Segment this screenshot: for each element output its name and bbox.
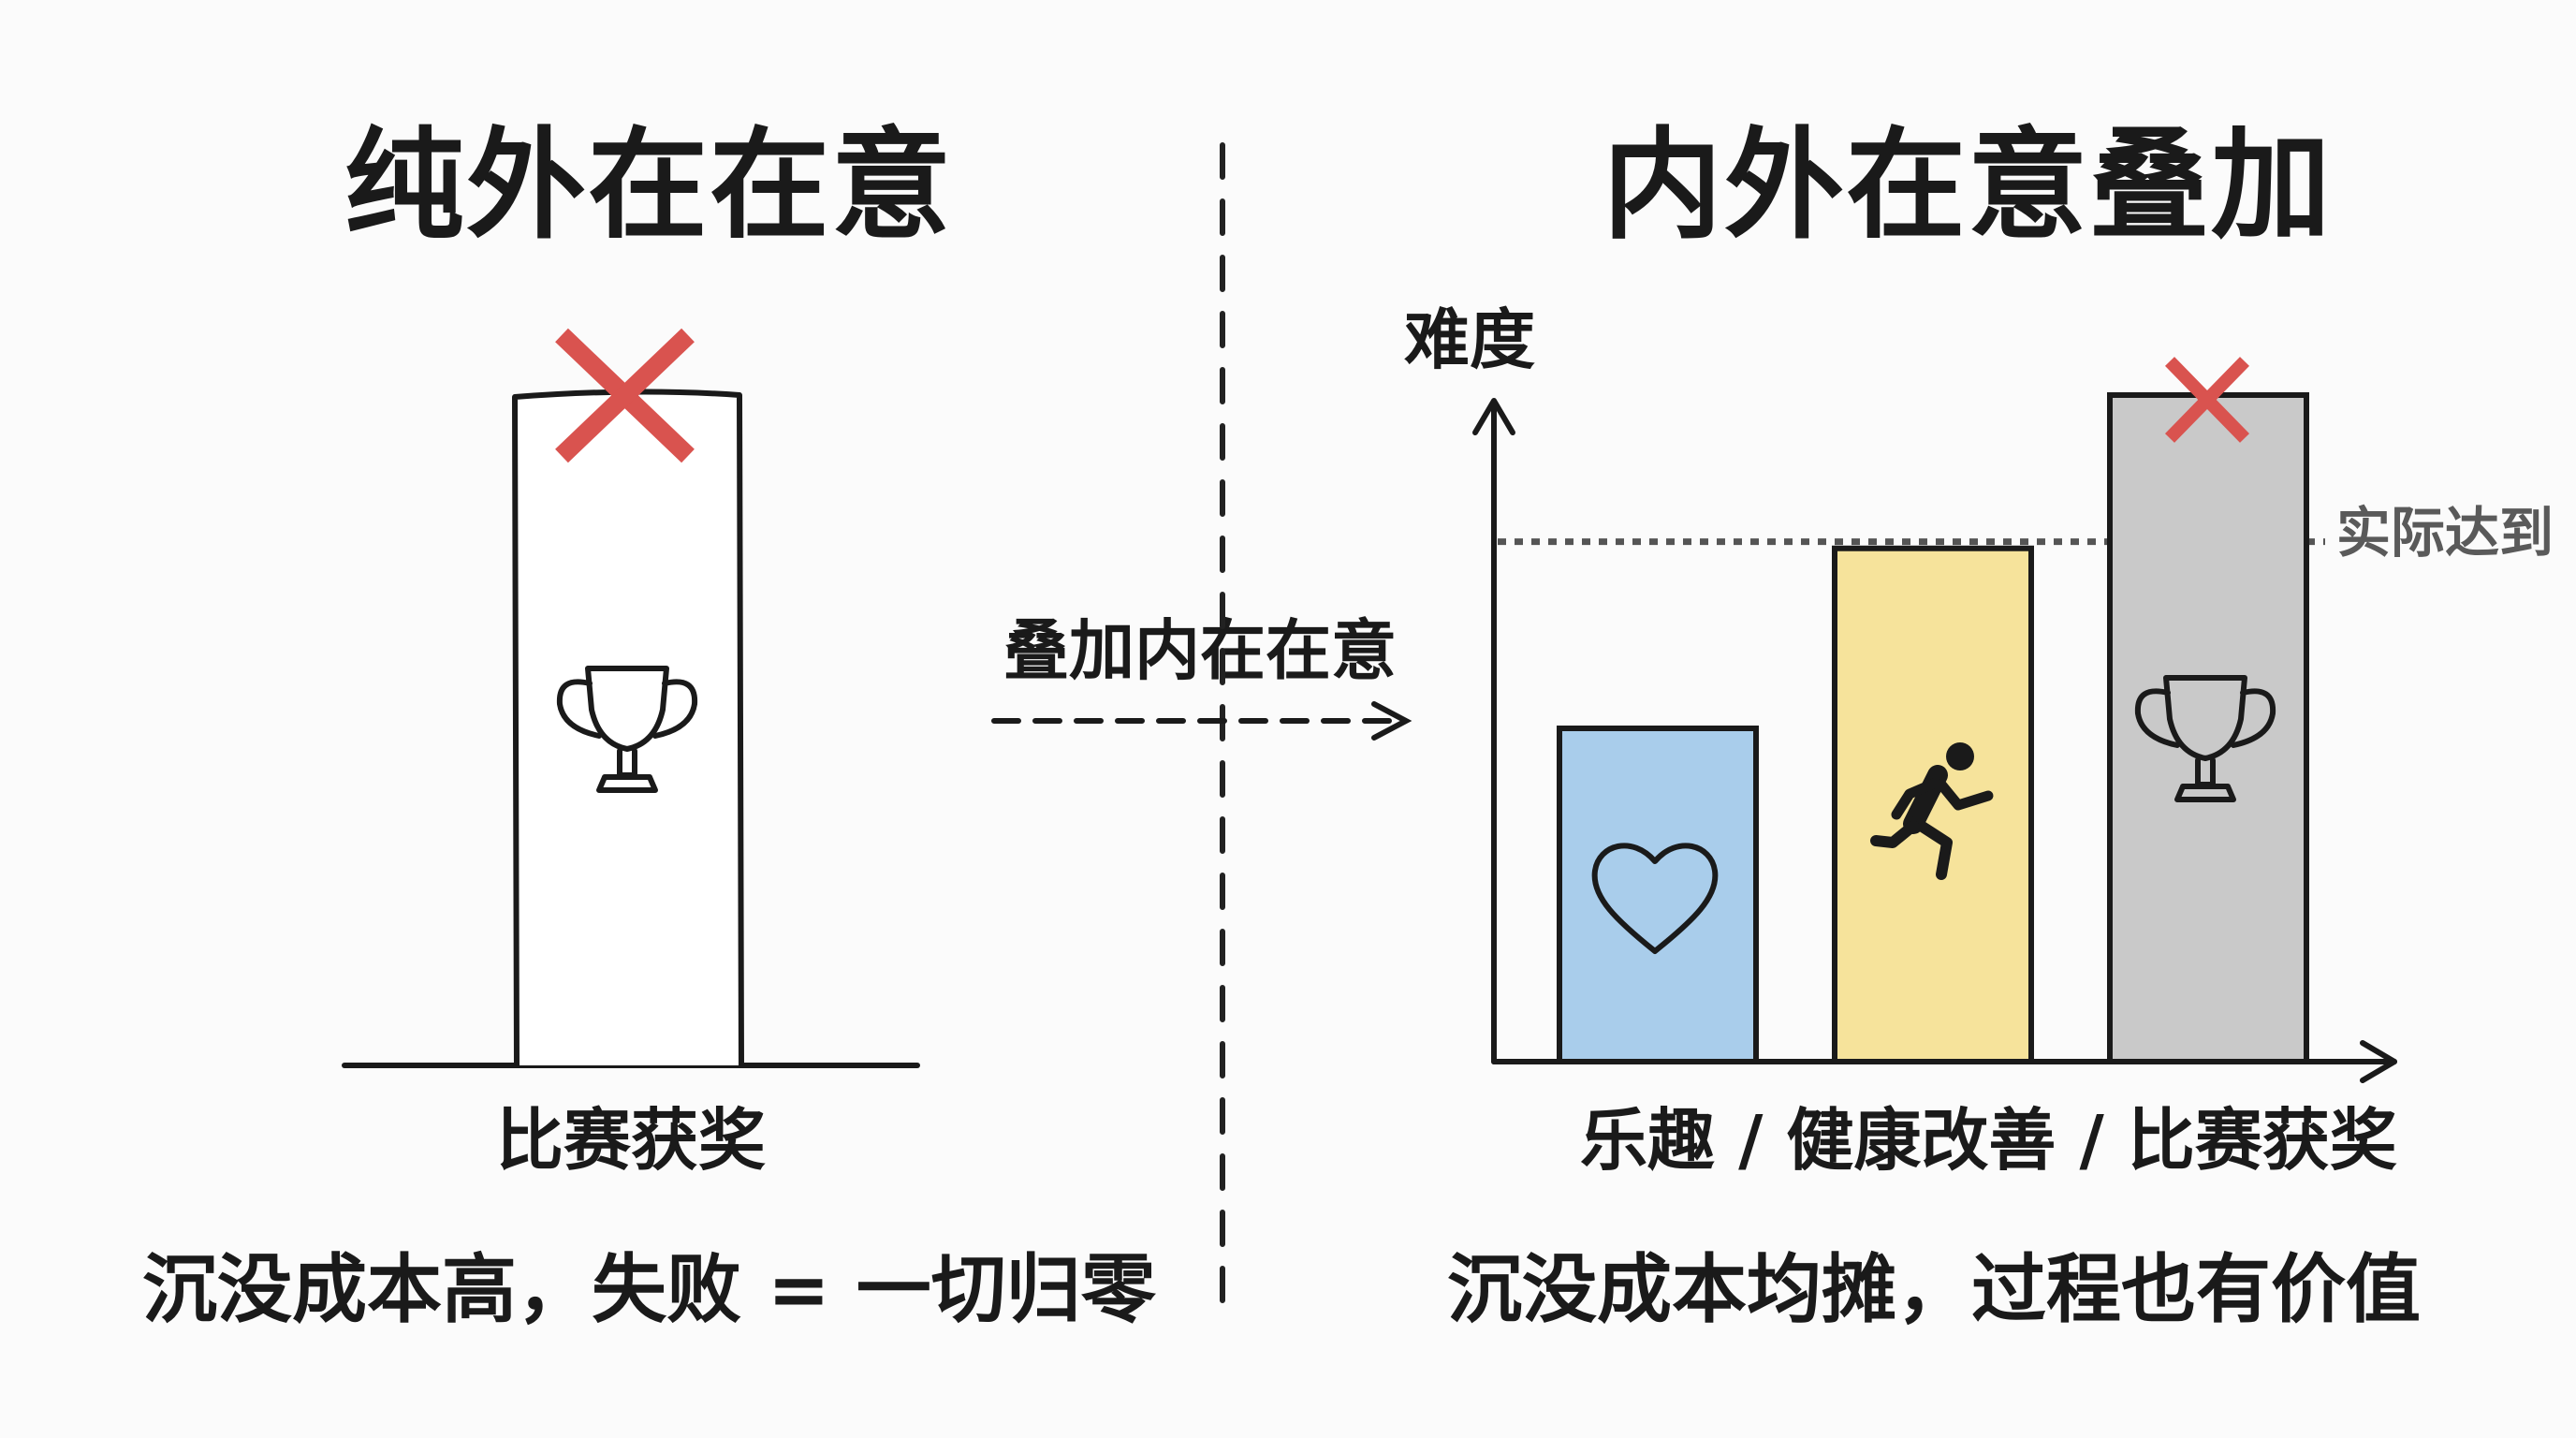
left-category-label: 比赛获奖 [496,1101,767,1180]
y-axis-arrowhead [1472,398,1515,435]
running-person-icon [1870,742,1994,880]
right-category-label: 乐趣 / 健康改善 / 比赛获奖 [1580,1101,2397,1180]
failure-cross-icon [555,328,695,463]
right-caption: 沉没成本均摊，过程也有价值 [1447,1246,2421,1333]
heart-icon [1591,843,1719,954]
x-axis-arrowhead [2360,1040,2397,1083]
failure-cross-icon [2164,357,2250,443]
bar-award [2107,392,2309,1064]
left-caption: 沉没成本高，失败 = 一切归零 [142,1246,1156,1333]
y-axis-label: 难度 [1404,301,1535,378]
trophy-icon [2134,675,2276,802]
right-panel-title: 内外在意叠加 [1603,116,2334,256]
left-panel-title: 纯外在在意 [344,116,954,256]
bar-health [1832,545,2034,1064]
transition-label: 叠加内在在意 [1003,612,1397,689]
transition-arrow [991,701,1412,741]
trophy-icon [556,666,698,793]
left-bar-award [512,389,744,1066]
bar-fun [1557,726,1759,1064]
reference-line-label: 实际达到 [2336,501,2554,565]
